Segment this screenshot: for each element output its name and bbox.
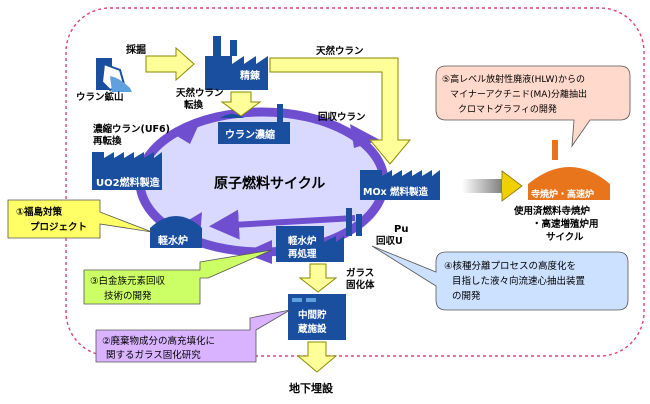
callout-5: ⑤高レベル放射性廃液(HLW)からの マイナーアクチニド(MA)分離抽出 クロマ… — [435, 65, 631, 148]
callout-4-line-3: の開発 — [452, 290, 481, 302]
callout-2-line-2: 関するガラス固化研究 — [106, 349, 201, 361]
label-uo2-fabrication: UO2燃料製造 — [96, 176, 161, 189]
label-reprocessing-1: 軽水炉 — [288, 235, 317, 247]
refining-factory-icon — [205, 36, 268, 90]
label-disposal: 地下埋設 — [289, 381, 334, 395]
label-natural-uranium-2: 天然ウラン — [176, 87, 224, 99]
label-storage-1: 中間貯 — [298, 309, 327, 321]
enrichment-facility-icon — [218, 104, 290, 144]
label-uranium-mine: ウラン鉱山 — [76, 91, 124, 103]
label-recovered-uranium: 回収ウラン — [318, 111, 366, 123]
label-reprocessing-2: 再処理 — [288, 248, 317, 260]
label-enrichment: ウラン濃縮 — [225, 128, 275, 141]
callout-1-line-2: プロジェクト — [30, 221, 87, 233]
arrow-reprocess-to-storage — [298, 263, 338, 293]
label-storage-2: 蔵施設 — [298, 323, 327, 335]
fast-reactor-icon — [528, 140, 610, 200]
label-refining: 精錬 — [240, 69, 261, 82]
light-water-reactor-icon — [150, 216, 202, 248]
arrow-storage-to-disposal — [296, 341, 338, 373]
mox-fabrication-icon — [360, 170, 440, 200]
arrow-refine-to-convert — [220, 91, 262, 117]
label-pu: Pu — [394, 224, 408, 235]
label-natural-uranium: 天然ウラン — [316, 45, 364, 57]
callout-4-line-1: ④核種分離プロセスの高度化を — [444, 260, 576, 272]
callout-3-line-2: 技術の開発 — [104, 290, 152, 302]
callout-3: ③白金族元素回収 技術の開発 — [83, 249, 273, 305]
label-conversion: 転換 — [184, 99, 204, 111]
loop-arrowhead-bottom-mid — [243, 240, 272, 264]
reprocessing-plant-icon — [276, 208, 362, 262]
label-reconversion: 再転換 — [93, 135, 122, 147]
callout-4-line-2: 目指した液々向流速心抽出装置 — [452, 275, 585, 287]
uranium-mine-icon — [96, 58, 132, 92]
label-glass-2: 固化体 — [346, 279, 375, 291]
interim-storage-icon — [288, 294, 346, 340]
callout-1-line-1: ①福島対策 — [16, 206, 63, 218]
arrow-natural-uranium-to-mox — [269, 57, 412, 165]
arrow-to-fast-reactor — [462, 170, 523, 202]
label-mining: 採掘 — [126, 43, 146, 56]
label-glass-1: ガラス — [346, 267, 374, 279]
label-fast-reactor: 寺焼炉・高速炉 — [531, 188, 594, 200]
label-enriched-uf6: 濃縮ウラン(UF6) — [93, 123, 170, 135]
cycle-title: 原子燃料サイクル — [214, 175, 325, 192]
arrow-mine-to-refine — [145, 46, 195, 82]
arrow-mox-to-lwr — [209, 209, 356, 240]
callout-2: ②廃棄物成分の高充填化に 関するガラス固化研究 — [95, 309, 291, 363]
loop-arrowhead-top-left — [172, 122, 200, 144]
label-mox-fabrication: MOx 燃料製造 — [363, 186, 428, 198]
label-fast-cycle-1: 使用済燃料寺焼炉 — [513, 205, 591, 217]
callout-3-line-1: ③白金族元素回収 — [90, 275, 166, 287]
label-fast-cycle-2: ・高速増殖炉用 — [532, 218, 599, 230]
callout-1: ①福島対策 プロジェクト — [7, 199, 153, 239]
uo2-fabrication-icon — [92, 152, 162, 190]
callout-5-line-2: マイナーアクチニド(MA)分離抽出 — [450, 88, 587, 100]
callout-4: ④核種分離プロセスの高度化を 目指した液々向流速心抽出装置 の開発 — [371, 245, 629, 311]
callout-2-line-1: ②廃棄物成分の高充填化に — [102, 335, 215, 347]
label-recovered-u: 回収U — [376, 235, 403, 247]
label-fast-cycle-3: サイクル — [546, 232, 584, 243]
callout-5-line-1: ⑤高レベル放射性廃液(HLW)からの — [442, 73, 585, 85]
callout-5-line-3: クロマトグラフィの開発 — [458, 103, 557, 115]
label-lwr: 軽水炉 — [158, 234, 188, 247]
